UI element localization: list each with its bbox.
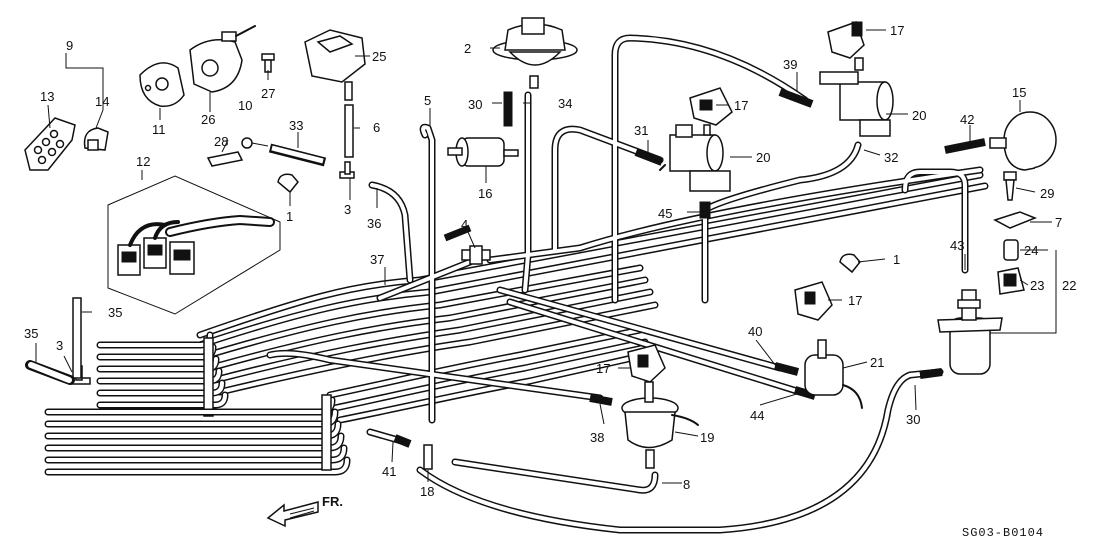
callout-35-upright: 35 bbox=[108, 305, 122, 320]
solenoid-part-20-middle bbox=[659, 124, 731, 192]
callout-4: 4 bbox=[461, 217, 468, 232]
sleeve-part-45 bbox=[699, 201, 711, 219]
hose-bundle bbox=[196, 171, 989, 424]
callout-9: 9 bbox=[66, 38, 73, 53]
callout-38: 38 bbox=[590, 430, 604, 445]
callout-25: 25 bbox=[372, 49, 386, 64]
left-tube-stack-upper bbox=[96, 331, 229, 417]
callout-1-left: 1 bbox=[286, 209, 293, 224]
diaphragm-part-15 bbox=[989, 111, 1057, 171]
callout-40: 40 bbox=[748, 324, 762, 339]
callout-16: 16 bbox=[478, 186, 492, 201]
callout-42: 42 bbox=[960, 112, 974, 127]
front-direction-label: FR. bbox=[322, 494, 343, 509]
callout-17-middle: 17 bbox=[734, 98, 748, 113]
joint-part-18 bbox=[423, 444, 433, 470]
callout-28: 28 bbox=[214, 134, 228, 149]
hose-part-35-short bbox=[25, 360, 75, 385]
callout-22: 22 bbox=[1062, 278, 1076, 293]
solenoid-part-21 bbox=[804, 339, 863, 409]
callout-2: 2 bbox=[464, 41, 471, 56]
callout-17-lower: 17 bbox=[596, 361, 610, 376]
callout-29: 29 bbox=[1040, 186, 1054, 201]
tjoint-part-3-top bbox=[339, 161, 355, 179]
harness-box-part-12 bbox=[107, 175, 281, 315]
clip-part-28 bbox=[206, 151, 244, 167]
regulator-part-22 bbox=[937, 289, 1003, 375]
callout-32: 32 bbox=[884, 150, 898, 165]
filter-part-16 bbox=[447, 137, 519, 167]
clip-part-1-left bbox=[277, 173, 299, 194]
callout-numbers: 1 1 2 3 3 4 5 6 7 8 9 10 11 12 13 14 15 … bbox=[24, 23, 1076, 499]
callout-11: 11 bbox=[152, 122, 166, 137]
callout-24: 24 bbox=[1024, 243, 1038, 258]
callout-27: 27 bbox=[261, 86, 275, 101]
callout-20-top: 20 bbox=[912, 108, 926, 123]
callout-6: 6 bbox=[373, 120, 380, 135]
callout-17-top-right: 17 bbox=[890, 23, 904, 38]
diagram-code: SG03-B0104 bbox=[962, 526, 1044, 540]
callout-39: 39 bbox=[783, 57, 797, 72]
connector-part-17-right-lower bbox=[794, 281, 833, 321]
control-box-part-25 bbox=[304, 29, 366, 101]
hose-30-sleeve bbox=[503, 91, 513, 127]
callout-10: 10 bbox=[238, 98, 252, 113]
solenoid-part-19 bbox=[621, 381, 699, 469]
diaphragm-valve-part-2 bbox=[492, 17, 578, 89]
bracket-part-7 bbox=[993, 211, 1038, 229]
callout-34: 34 bbox=[558, 96, 572, 111]
callout-1-right: 1 bbox=[893, 252, 900, 267]
connector-part-17-middle bbox=[689, 87, 733, 136]
connector-part-17-lower bbox=[627, 344, 666, 383]
pin-part-10 bbox=[241, 137, 269, 149]
clip-part-14 bbox=[83, 127, 109, 151]
left-tube-stack-lower bbox=[44, 394, 351, 476]
callout-18: 18 bbox=[420, 484, 434, 499]
bushing-part-23 bbox=[997, 267, 1025, 295]
callout-44: 44 bbox=[750, 408, 764, 423]
collar-part-24 bbox=[1003, 239, 1019, 261]
bolt-part-27 bbox=[261, 53, 275, 73]
hose-part-35-upright bbox=[72, 297, 82, 379]
callout-17-right-lower: 17 bbox=[848, 293, 862, 308]
callout-3-left: 3 bbox=[56, 338, 63, 353]
callout-8: 8 bbox=[683, 477, 690, 492]
callout-37: 37 bbox=[370, 252, 384, 267]
clamp-rack-part-13 bbox=[24, 117, 76, 171]
callout-41: 41 bbox=[382, 464, 396, 479]
callout-35-short: 35 bbox=[24, 326, 38, 341]
clip-part-1-right bbox=[839, 253, 861, 274]
callout-30-top: 30 bbox=[468, 97, 482, 112]
callout-26: 26 bbox=[201, 112, 215, 127]
front-direction-arrow: FR. bbox=[266, 494, 343, 528]
connector-part-4 bbox=[461, 245, 491, 265]
callout-3-top: 3 bbox=[344, 202, 351, 217]
callout-19: 19 bbox=[700, 430, 714, 445]
callout-23: 23 bbox=[1030, 278, 1044, 293]
connector-part-17-top-right bbox=[827, 21, 865, 71]
callout-7: 7 bbox=[1055, 215, 1062, 230]
callout-21: 21 bbox=[870, 355, 884, 370]
callout-20-middle: 20 bbox=[756, 150, 770, 165]
callout-12: 12 bbox=[136, 154, 150, 169]
callout-30-bottom: 30 bbox=[906, 412, 920, 427]
callout-43: 43 bbox=[950, 238, 964, 253]
callout-5: 5 bbox=[424, 93, 431, 108]
callout-36: 36 bbox=[367, 216, 381, 231]
callout-31: 31 bbox=[634, 123, 648, 138]
callout-15: 15 bbox=[1012, 85, 1026, 100]
bolt-part-29 bbox=[1003, 171, 1017, 201]
callout-45: 45 bbox=[658, 206, 672, 221]
callout-33: 33 bbox=[289, 118, 303, 133]
callout-13: 13 bbox=[40, 89, 54, 104]
bracket-part-11 bbox=[139, 62, 185, 108]
actuator-part-26 bbox=[189, 25, 256, 93]
solenoid-part-20-top bbox=[819, 71, 894, 137]
leader-lines bbox=[35, 29, 1057, 484]
callout-14: 14 bbox=[95, 94, 109, 109]
individual-hoses bbox=[266, 34, 986, 534]
